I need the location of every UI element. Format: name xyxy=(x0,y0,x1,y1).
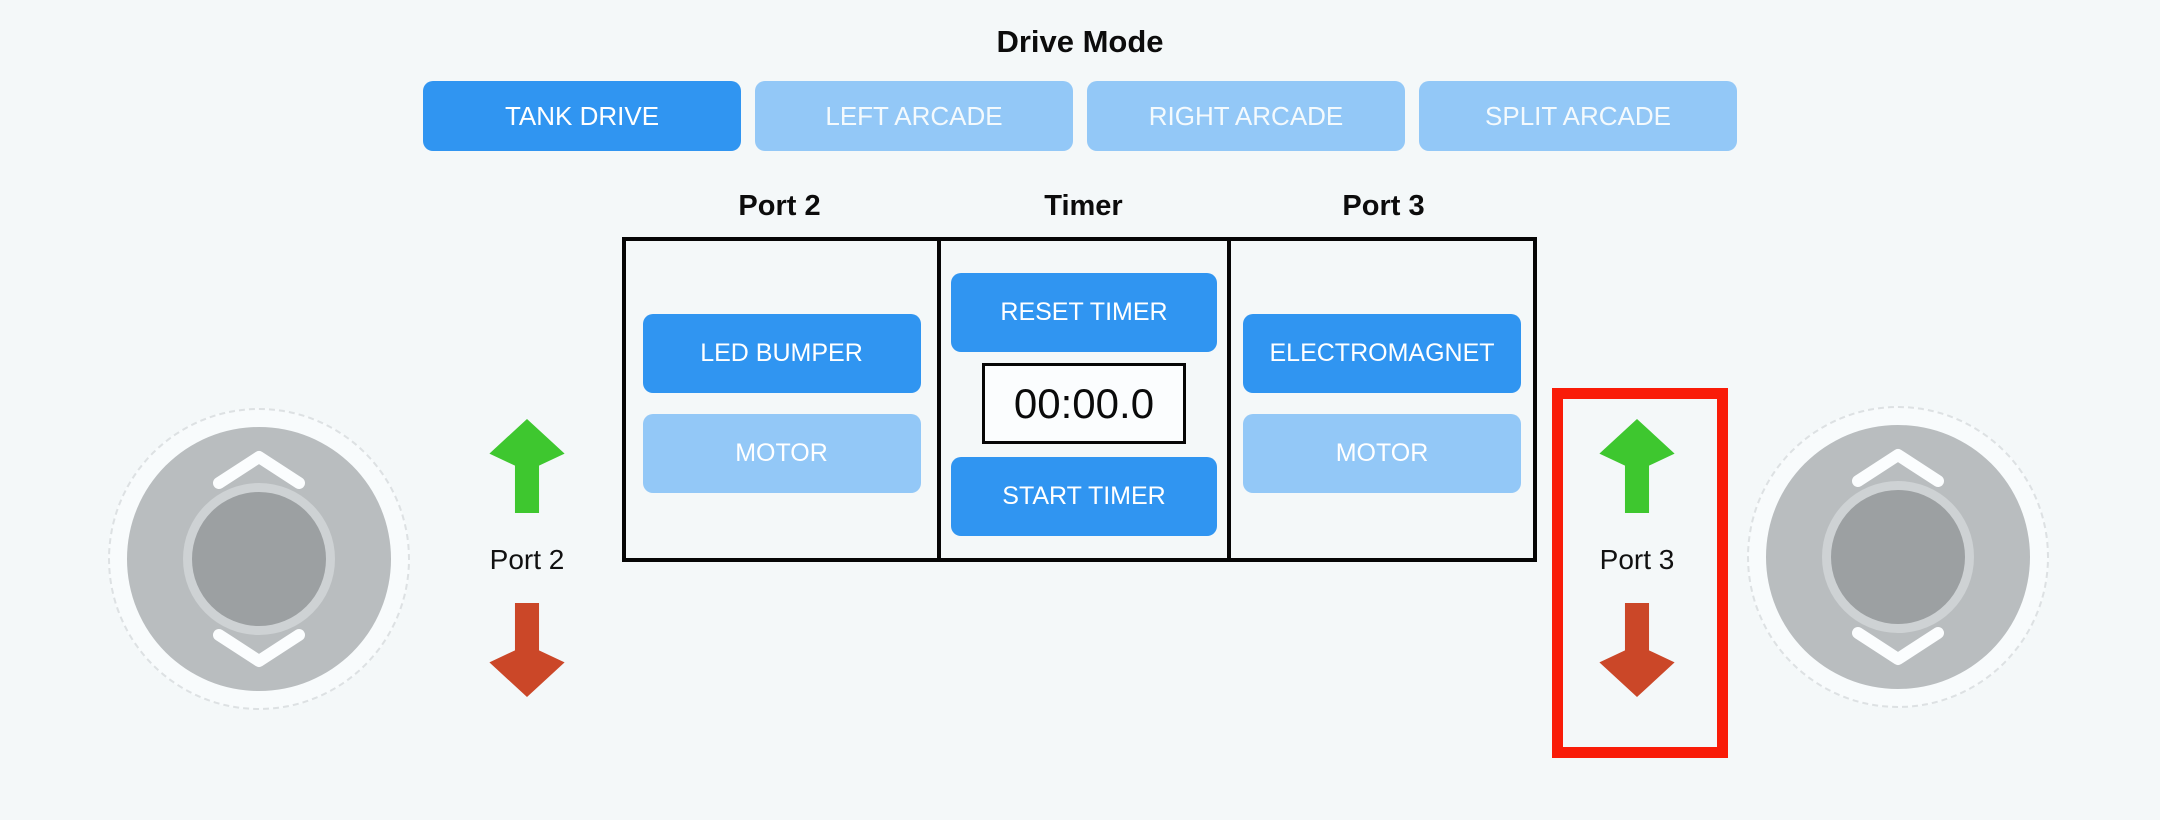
timer-column-header: Timer xyxy=(1044,190,1123,222)
left-joystick-track xyxy=(127,427,391,691)
port2-motor-button[interactable]: MOTOR xyxy=(642,414,921,493)
device-panel: LED BUMPER MOTOR RESET TIMER 00:00.0 STA… xyxy=(622,237,1537,562)
tank-drive-button[interactable]: TANK DRIVE xyxy=(423,81,741,151)
right-arcade-button[interactable]: RIGHT ARCADE xyxy=(1087,81,1405,151)
right-joystick[interactable] xyxy=(1747,406,2049,708)
left-arcade-button[interactable]: LEFT ARCADE xyxy=(755,81,1073,151)
port2-down-arrow-icon[interactable] xyxy=(489,603,565,697)
port3-column-header: Port 3 xyxy=(1342,190,1425,222)
left-joystick-knob-ring xyxy=(183,483,335,635)
port3-column: ELECTROMAGNET MOTOR xyxy=(1231,241,1533,558)
timer-display: 00:00.0 xyxy=(982,363,1186,444)
chevron-down-icon xyxy=(213,629,305,667)
left-joystick[interactable] xyxy=(108,408,410,710)
chevron-up-icon xyxy=(213,451,305,489)
right-joystick-knob-ring xyxy=(1822,481,1974,633)
port2-up-arrow-icon[interactable] xyxy=(489,419,565,513)
drive-mode-button-row: TANK DRIVE LEFT ARCADE RIGHT ARCADE SPLI… xyxy=(423,81,1737,151)
reset-timer-button[interactable]: RESET TIMER xyxy=(951,273,1217,352)
timer-column: RESET TIMER 00:00.0 START TIMER xyxy=(941,241,1231,558)
port2-column: LED BUMPER MOTOR xyxy=(626,241,941,558)
port3-motor-button[interactable]: MOTOR xyxy=(1243,414,1521,493)
port2-control-label: Port 2 xyxy=(489,544,565,575)
left-joystick-knob[interactable] xyxy=(192,492,326,626)
right-joystick-knob[interactable] xyxy=(1831,490,1965,624)
port2-column-header: Port 2 xyxy=(738,190,821,222)
port3-up-arrow-icon[interactable] xyxy=(1599,419,1675,513)
electromagnet-button[interactable]: ELECTROMAGNET xyxy=(1243,314,1521,393)
chevron-down-icon xyxy=(1852,627,1944,665)
split-arcade-button[interactable]: SPLIT ARCADE xyxy=(1419,81,1737,151)
led-bumper-button[interactable]: LED BUMPER xyxy=(642,314,921,393)
chevron-up-icon xyxy=(1852,449,1944,487)
port3-down-arrow-icon[interactable] xyxy=(1599,603,1675,697)
start-timer-button[interactable]: START TIMER xyxy=(951,457,1217,536)
drive-mode-title: Drive Mode xyxy=(996,24,1164,59)
right-joystick-track xyxy=(1766,425,2030,689)
port3-control-label: Port 3 xyxy=(1599,544,1675,575)
